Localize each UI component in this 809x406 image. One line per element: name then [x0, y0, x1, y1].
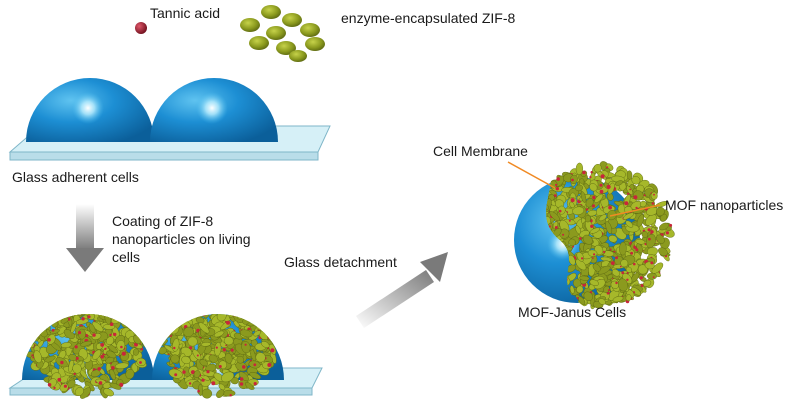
- zif8-particle: [305, 37, 325, 51]
- zif8-particle: [266, 26, 286, 40]
- zif8-particle: [289, 50, 307, 62]
- zif8-particle: [282, 13, 302, 27]
- tannic-acid-label: Tannic acid: [150, 5, 221, 21]
- tannic-acid-molecule: [135, 22, 147, 34]
- zif8-particles: [240, 5, 325, 62]
- zif8-label: enzyme-encapsulated ZIF-8: [341, 10, 516, 26]
- zif8-particle: [249, 36, 269, 50]
- zif8-particle: [240, 18, 260, 32]
- diagonal-arrow-icon: [356, 252, 448, 328]
- mof-nanoparticles-label: MOF nanoparticles: [665, 197, 784, 213]
- janus-cell: [514, 161, 675, 310]
- cell-membrane-pointer: [507, 161, 556, 189]
- coating-label: Coating of ZIF-8 nanoparticles on living…: [112, 213, 251, 265]
- zif8-particle: [261, 5, 281, 19]
- glass-adherent-label: Glass adherent cells: [12, 169, 139, 185]
- zif8-particle: [300, 23, 320, 37]
- zif8-particle: [276, 41, 296, 55]
- glass-detachment-label: Glass detachment: [284, 254, 397, 270]
- mof-nanoparticles-pointer: [609, 204, 661, 217]
- janus-cells-label: MOF-Janus Cells: [518, 304, 627, 320]
- down-arrow-icon: [66, 204, 104, 272]
- adherent-cell: [26, 78, 154, 142]
- cell-membrane-label: Cell Membrane: [433, 143, 528, 159]
- adherent-cell: [150, 78, 278, 142]
